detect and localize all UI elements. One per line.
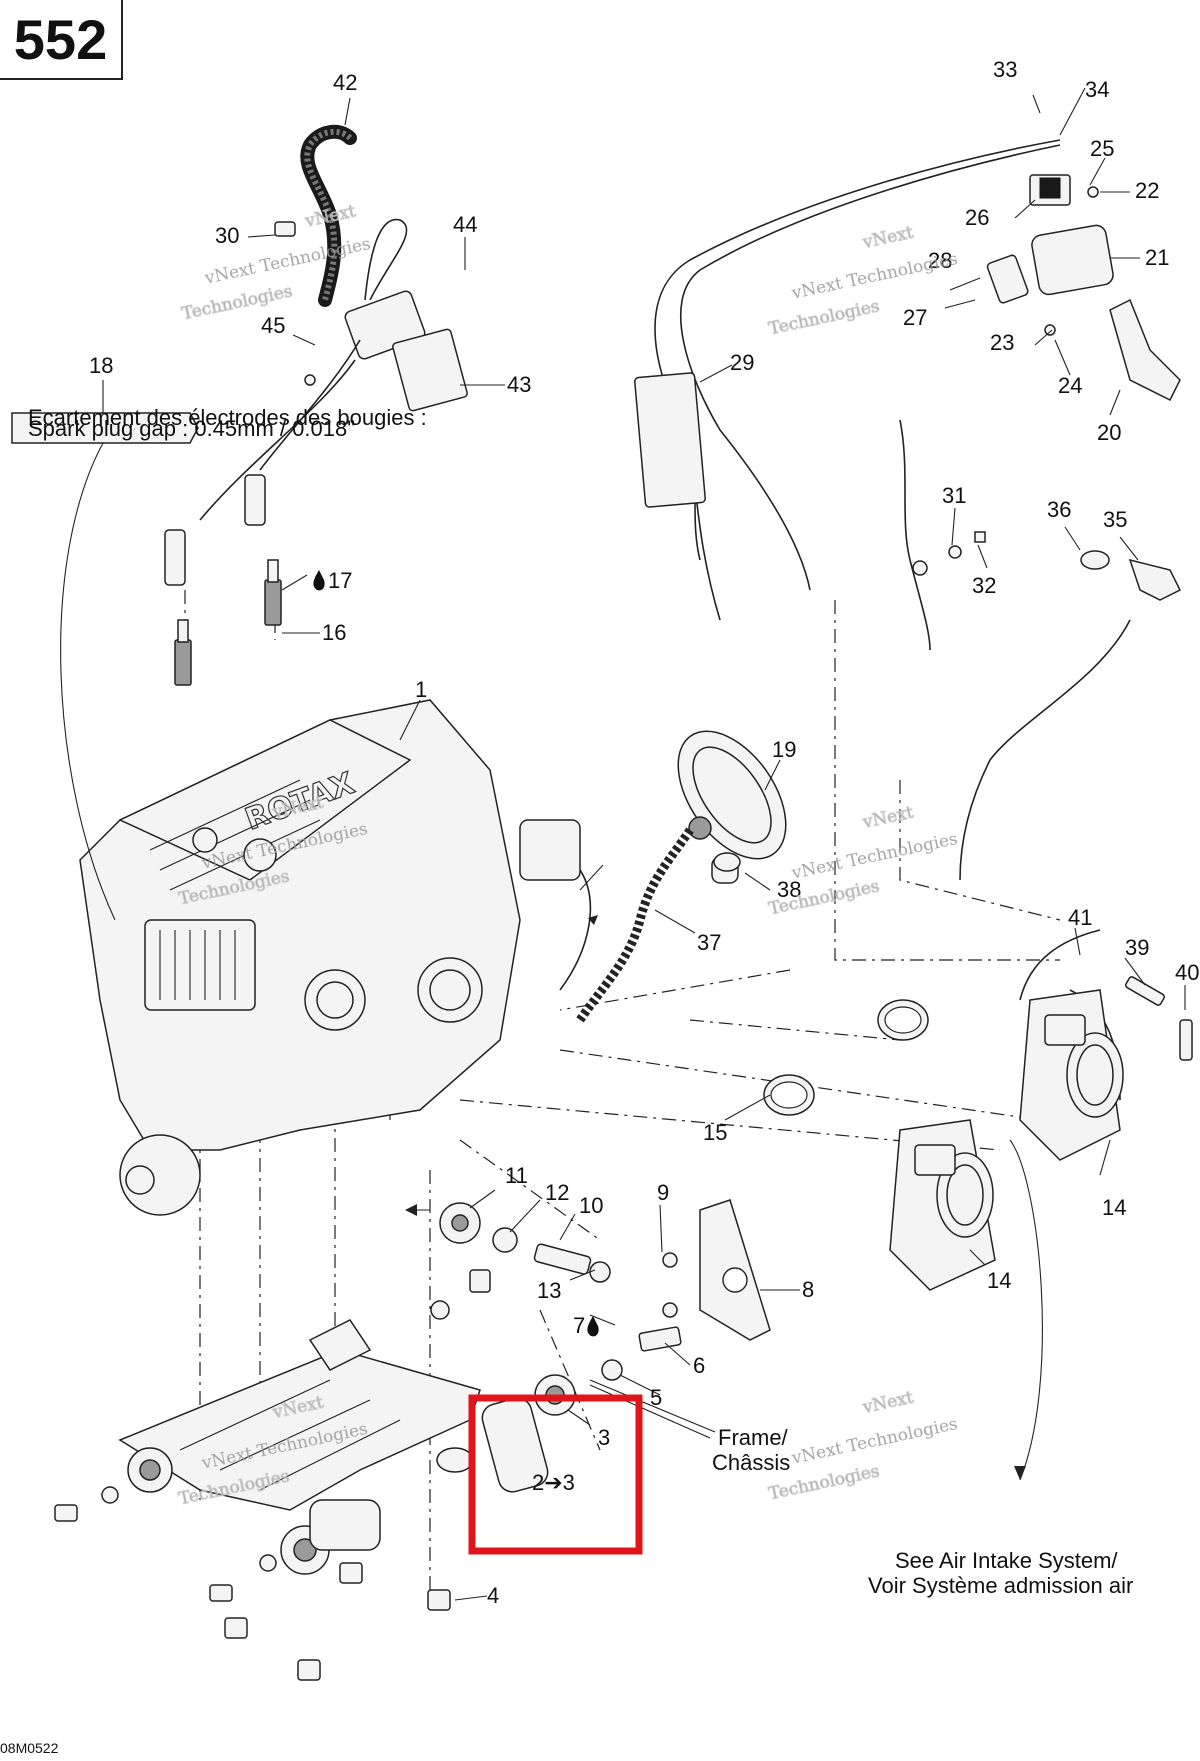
callout-7: 7 [573,1313,585,1338]
callout-38: 38 [777,877,801,902]
watermark-text: vNext Technologies [789,829,959,884]
callout-29: 29 [730,350,754,375]
throttle-cables [634,139,1131,1101]
engine-block: ROTAX [79,699,592,1216]
callout-32: 32 [972,573,996,598]
see-air-intake-label: See Air Intake System/ [895,1548,1118,1573]
callout-13: 13 [537,1278,561,1303]
callout-5: 5 [650,1385,662,1410]
callout-40: 40 [1175,960,1199,985]
spark-plugs [174,559,282,686]
callout-22: 22 [1135,178,1159,203]
callout-26: 26 [965,205,989,230]
callout-42: 42 [333,70,357,95]
callout-8: 8 [802,1277,814,1302]
throttle-housing [986,174,1181,402]
callout-15: 15 [703,1120,727,1145]
callout-17-group: 17 [313,568,352,593]
callout-41: 41 [1068,905,1092,930]
drop-icon [313,570,325,591]
leader-lines [60,87,1186,1601]
callout-23: 23 [990,330,1014,355]
callout-28: 28 [928,248,952,273]
carburetors [889,989,1124,1291]
spark-gap-line1: Ecartement des électrodes des bougies : [28,405,427,430]
page-number-badge: 552 [0,0,123,80]
engine-mount-parts [439,1199,771,1341]
callout-11: 11 [505,1163,528,1188]
callout-3: 3 [598,1425,610,1450]
voir-admission-label: Voir Système admission air [868,1573,1133,1598]
rubber-mount [430,1269,682,1493]
callout-45: 45 [261,313,285,338]
fuel-fittings [1019,929,1193,1061]
small-fasteners-upper [713,531,1182,872]
drop-icon [587,1316,599,1337]
callout-6: 6 [693,1353,705,1378]
callout-36: 36 [1047,497,1071,522]
callout-10: 10 [579,1193,603,1218]
drawing-code: 08M0522 [0,1740,59,1756]
watermark-text: vNext Technologies [789,1414,959,1469]
air-intake-note: See Air Intake System/ Voir Système admi… [868,1548,1133,1598]
callout-34: 34 [1085,77,1109,102]
callout-1: 1 [415,677,427,702]
ignition-harness [164,124,468,586]
callout-43: 43 [507,372,531,397]
watermark-text: vNext [860,1388,915,1418]
watermark-text: vNext [860,223,915,253]
page-number: 552 [13,7,108,71]
callout-14-right: 14 [1102,1195,1126,1220]
watermark-text: Technologies [767,296,881,339]
callout-21: 21 [1145,245,1169,270]
watermark-text: vNext Technologies [789,249,959,304]
callout-35: 35 [1103,507,1127,532]
callout-4: 4 [487,1583,499,1608]
callout-30: 30 [215,223,239,248]
callout-9: 9 [657,1180,669,1205]
clamps [763,999,929,1116]
engine-support [118,1319,481,1575]
spark-gap-line2: Spark plug gap : 0.45mm / 0.018" [28,416,355,441]
callout-37: 37 [697,930,721,955]
callout-39: 39 [1125,935,1149,960]
callout-2-to-3: 2➔3 [532,1470,575,1495]
watermark-text: vNext [860,803,915,833]
callout-18: 18 [89,353,113,378]
callout-44: 44 [453,212,477,237]
bottom-fasteners [54,1486,451,1681]
callout-33: 33 [993,57,1017,82]
callout-labels: 42 33 34 25 22 26 21 30 44 28 27 23 24 4… [89,57,1199,1608]
frame-note: Frame/ Châssis [712,1425,790,1475]
spark-plug-gap-label: Ecartement des électrodes des bougies : … [11,405,427,444]
callout-31: 31 [942,483,966,508]
callout-14-left: 14 [987,1268,1011,1293]
callout-25: 25 [1090,136,1114,161]
highlight-box [468,1394,643,1555]
rewind-starter [576,730,787,1023]
frame-label: Frame/ [718,1425,789,1450]
callout-17: 17 [328,568,352,593]
callout-27: 27 [903,305,927,330]
chassis-label: Châssis [712,1450,790,1475]
callout-24: 24 [1058,373,1082,398]
callout-16: 16 [322,620,346,645]
callout-7-group: 7 [573,1313,599,1338]
callout-12: 12 [545,1180,569,1205]
callout-20: 20 [1097,420,1121,445]
callout-19: 19 [772,737,796,762]
